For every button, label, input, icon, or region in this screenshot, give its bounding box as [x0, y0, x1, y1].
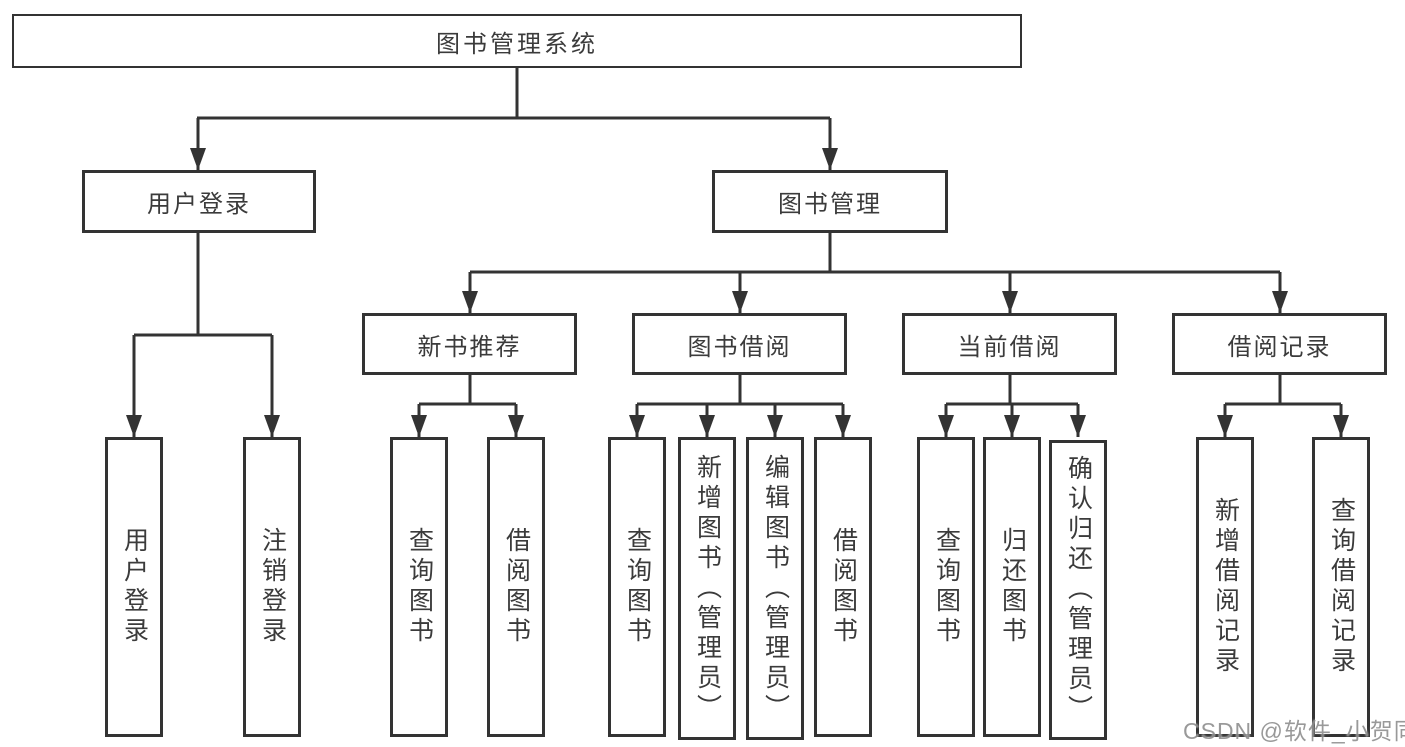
node-book-borrow: 图书借阅 [632, 313, 847, 375]
node-logout-leaf-label: 注销登录 [258, 527, 287, 647]
node-edit-book-admin-label: 编辑图书（管理员） [761, 453, 790, 724]
node-add-book-admin-label: 新增图书（管理员） [693, 453, 722, 724]
node-add-book-admin: 新增图书（管理员） [678, 437, 736, 740]
node-return-book: 归还图书 [983, 437, 1041, 737]
node-edit-book-admin: 编辑图书（管理员） [746, 437, 804, 740]
node-user-login-leaf: 用户登录 [105, 437, 163, 737]
node-recommend-query-book-label: 查询图书 [405, 527, 434, 647]
node-user-login-branch: 用户登录 [82, 170, 316, 233]
node-current-borrow: 当前借阅 [902, 313, 1117, 375]
node-book-management-branch: 图书管理 [712, 170, 948, 233]
node-new-book-recommend: 新书推荐 [362, 313, 577, 375]
node-current-query-book: 查询图书 [917, 437, 975, 737]
node-recommend-borrow-book-label: 借阅图书 [502, 527, 531, 647]
node-confirm-return-admin-label: 确认归还（管理员） [1064, 455, 1093, 725]
node-query-borrow-record-label: 查询借阅记录 [1327, 497, 1356, 677]
node-add-borrow-record-label: 新增借阅记录 [1211, 497, 1240, 677]
node-query-borrow-record: 查询借阅记录 [1312, 437, 1370, 737]
node-return-book-label: 归还图书 [998, 527, 1027, 647]
node-confirm-return-admin: 确认归还（管理员） [1049, 440, 1107, 740]
node-borrow-query-book: 查询图书 [608, 437, 666, 737]
node-borrow-query-book-label: 查询图书 [623, 527, 652, 647]
node-logout-leaf: 注销登录 [243, 437, 301, 737]
node-recommend-borrow-book: 借阅图书 [487, 437, 545, 737]
node-borrow-record: 借阅记录 [1172, 313, 1387, 375]
node-recommend-query-book: 查询图书 [390, 437, 448, 737]
csdn-watermark: CSDN @软件_小贺同学 [1183, 718, 1405, 744]
node-borrow-book-leaf-label: 借阅图书 [829, 527, 858, 647]
node-root-system: 图书管理系统 [12, 14, 1022, 68]
node-borrow-book-leaf: 借阅图书 [814, 437, 872, 737]
node-user-login-leaf-label: 用户登录 [120, 527, 149, 647]
node-add-borrow-record: 新增借阅记录 [1196, 437, 1254, 737]
node-current-query-book-label: 查询图书 [932, 527, 961, 647]
